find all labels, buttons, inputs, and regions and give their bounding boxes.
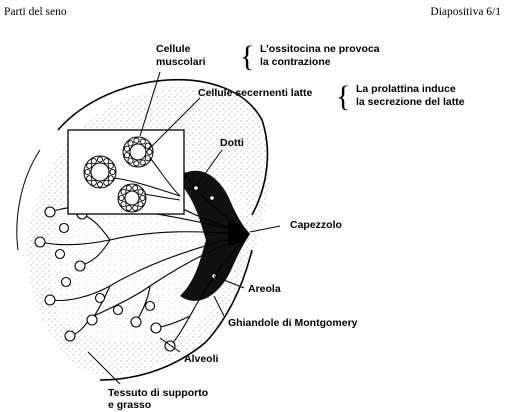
label-milk-cells: Cellule secernenti latte [198, 87, 313, 99]
secretory-cell [128, 141, 133, 146]
label-ducts: Dotti [220, 137, 244, 149]
label-muscle-cells-1: Cellule [156, 43, 191, 55]
label-areola: Areola [248, 283, 281, 295]
secretory-cell [133, 205, 138, 210]
secretory-cell [145, 156, 150, 161]
secretory-cell [134, 161, 139, 166]
secretory-cell [134, 138, 139, 143]
label-prolactin-1: La prolattina induce [356, 83, 456, 95]
secretory-cell [85, 169, 90, 174]
secretory-cell [140, 139, 145, 144]
secretory-cell [124, 153, 129, 158]
secretory-cell [119, 195, 124, 200]
label-nipple: Capezzolo [290, 219, 342, 231]
secretory-cell [104, 159, 109, 164]
secretory-cell [140, 160, 145, 165]
secretory-cell [126, 185, 131, 190]
label-muscle-cells-2: muscolari [156, 56, 206, 68]
secretory-cell [121, 202, 126, 207]
secretory-cell [133, 185, 138, 190]
label-alveoli: Alveoli [184, 353, 219, 365]
label-prolactin-2: la secrezione del latte [356, 96, 465, 108]
secretory-cell [97, 182, 102, 187]
label-montgomery: Ghiandole di Montgomery [228, 317, 358, 329]
secretory-cell [87, 176, 92, 181]
secretory-cell [138, 189, 143, 194]
secretory-cell [126, 205, 131, 210]
secretory-cell [108, 176, 113, 181]
secretory-cell [138, 202, 143, 207]
label-oxytocin-1: L’ossitocina ne provoca [260, 43, 380, 55]
secretory-cell [108, 163, 113, 168]
magnified-alveoli-box [68, 130, 184, 214]
secretory-cell [110, 169, 115, 174]
secretory-cell [97, 157, 102, 162]
secretory-cell [87, 163, 92, 168]
label-tissue-2: e grasso [108, 399, 151, 411]
secretory-cell [147, 149, 152, 154]
secretory-cell [124, 146, 129, 151]
brace-prolactin: { [336, 80, 350, 113]
label-oxytocin-2: la contrazione [260, 56, 331, 68]
secretory-cell [104, 180, 109, 185]
secretory-cell [128, 158, 133, 163]
secretory-cell [121, 189, 126, 194]
secretory-cell [91, 180, 96, 185]
secretory-cell [145, 143, 150, 148]
brace-oxytocin: { [240, 40, 254, 73]
label-tissue-1: Tessuto di supporto [108, 387, 208, 399]
secretory-cell [140, 195, 145, 200]
secretory-cell [91, 159, 96, 164]
